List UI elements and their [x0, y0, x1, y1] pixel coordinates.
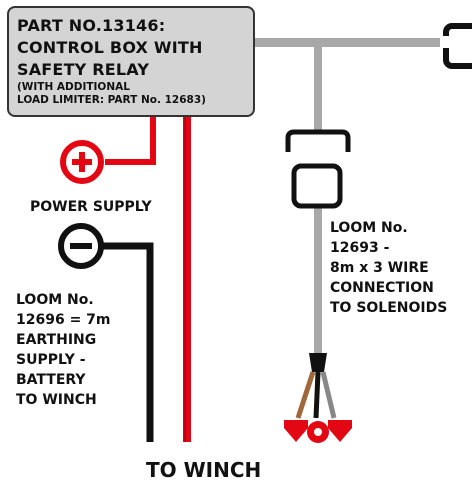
- loom-earthing-line-4: SUPPLY -: [16, 352, 86, 368]
- control-box-note-1: (WITH ADDITIONAL: [17, 81, 130, 93]
- loom-earthing-line-1: LOOM No.: [16, 292, 94, 308]
- control-box-note-2: LOAD LIMITER: PART No. 12683): [17, 94, 206, 106]
- control-box-subtitle: SAFETY RELAY: [17, 60, 150, 79]
- loom-earthing-line-6: TO WINCH: [16, 392, 97, 408]
- loom-solenoid-line-5: TO SOLENOIDS: [330, 300, 448, 316]
- grey-cable-to-solenoids: [314, 205, 322, 353]
- loom-earthing-label: LOOM No. 12696 = 7m EARTHING SUPPLY - BA…: [16, 290, 111, 410]
- terminal-left: [284, 420, 308, 442]
- grey-cable-vertical: [314, 42, 322, 130]
- control-box: PART NO.13146: CONTROL BOX WITH SAFETY R…: [7, 6, 255, 117]
- cable-clip-upper: [285, 129, 351, 152]
- grey-cable-horizontal: [255, 38, 445, 47]
- black-earth-cable: [102, 242, 154, 442]
- loom-solenoid-line-4: CONNECTION: [330, 280, 434, 296]
- loom-solenoid-label: LOOM No. 12693 - 8m x 3 WIRE CONNECTION …: [330, 218, 447, 318]
- solenoid-plug: [291, 163, 343, 209]
- loom-solenoid-line-2: 12693 -: [330, 240, 390, 256]
- power-supply-label: POWER SUPPLY: [30, 199, 152, 215]
- to-winch-label: TO WINCH: [146, 458, 262, 482]
- loom-earthing-line-2: 12696 = 7m: [16, 312, 111, 328]
- loom-earthing-line-5: BATTERY: [16, 372, 86, 388]
- solenoid-cable-sleeve: [309, 353, 327, 372]
- loom-solenoid-line-3: 8m x 3 WIRE: [330, 260, 429, 276]
- control-box-part-no: PART NO.13146:: [17, 16, 166, 35]
- loom-solenoid-line-1: LOOM No.: [330, 220, 408, 236]
- loom-earthing-line-3: EARTHING: [16, 332, 97, 348]
- control-box-title: CONTROL BOX WITH: [17, 38, 203, 57]
- red-positive-cable: [105, 117, 156, 165]
- terminal-right: [328, 420, 352, 442]
